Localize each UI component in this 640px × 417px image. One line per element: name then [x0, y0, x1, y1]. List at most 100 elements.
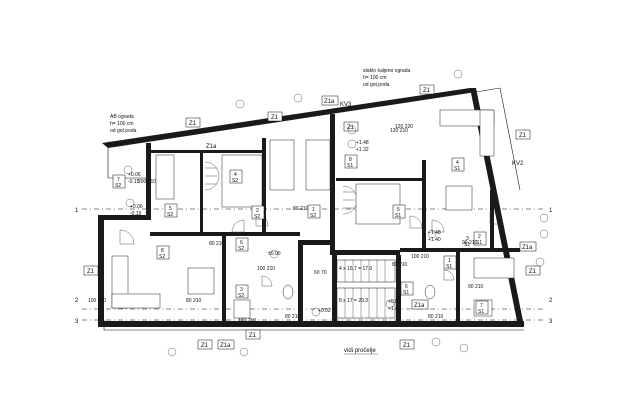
svg-text:+0.06: +0.06 [128, 172, 141, 178]
svg-text:1: 1 [448, 258, 451, 264]
svg-text:S1: S1 [347, 163, 353, 169]
svg-text:S2: S2 [254, 214, 260, 220]
svg-text:S2: S2 [310, 213, 316, 219]
svg-text:3: 3 [466, 236, 469, 242]
kitchen-counter [473, 257, 515, 279]
room-tag: 6S1 [400, 281, 414, 296]
svg-text:60 70: 60 70 [314, 270, 327, 276]
svg-text:5: 5 [169, 206, 172, 212]
svg-text:6: 6 [405, 284, 408, 290]
svg-text:80 210: 80 210 [186, 298, 202, 304]
room-tag: 5S1 [392, 204, 406, 219]
svg-text:5: 5 [397, 207, 400, 213]
svg-text:80 210: 80 210 [285, 314, 301, 320]
svg-text:100 210: 100 210 [411, 254, 429, 260]
level-marks: +0.06 -0.15 +1.48 +1.32 ±0.00 +0.06 -0.1… [128, 140, 441, 314]
window-markers [123, 69, 549, 357]
room-tag: 3S1 [464, 236, 470, 248]
svg-text:S1: S1 [464, 242, 470, 248]
dining-table [187, 267, 215, 295]
svg-text:-0.15: -0.15 [128, 179, 140, 185]
svg-text:2: 2 [478, 234, 481, 240]
opening-labels: 200 210 100 210 80 210 80 210 100 210 90… [88, 124, 484, 324]
toilet [282, 284, 294, 300]
toilet [424, 284, 436, 300]
room-tag: 4S1 [451, 157, 465, 172]
see-section-note: vidi pročelje [344, 348, 376, 354]
svg-text:1: 1 [312, 207, 315, 213]
svg-text:S1: S1 [478, 309, 484, 315]
double-bed [355, 183, 401, 225]
svg-text:Z1a: Z1a [522, 245, 533, 251]
axis-label-left: 1 [75, 208, 79, 214]
svg-text:+1.48: +1.48 [428, 230, 441, 236]
svg-text:Z1: Z1 [249, 333, 257, 339]
svg-text:S1: S1 [395, 213, 401, 219]
room-tag: 4S2 [229, 169, 243, 184]
axis-label-right: 3 [549, 319, 553, 325]
svg-text:+1.32: +1.32 [356, 147, 369, 153]
svg-text:Z1: Z1 [201, 343, 209, 349]
room-tag: 1S2 [307, 204, 321, 219]
notes: AB ograda h= 100 cm od got.poda staklo k… [110, 68, 410, 355]
balcony-outlines [103, 87, 524, 331]
svg-text:8: 8 [349, 157, 352, 163]
svg-text:Z1: Z1 [403, 343, 411, 349]
svg-text:S1: S1 [476, 240, 482, 246]
svg-text:S1: S1 [454, 166, 460, 172]
room-tag: 3S2 [235, 284, 249, 299]
svg-text:120 210: 120 210 [390, 128, 408, 134]
wall-code: KV2 [512, 161, 524, 167]
svg-text:+1.48: +1.48 [388, 306, 401, 312]
room-tag: 7S2 [112, 174, 126, 189]
svg-text:S1: S1 [446, 264, 452, 270]
svg-text:120 220: 120 220 [395, 124, 413, 130]
kitchen-counter [155, 154, 175, 200]
svg-text:S2: S2 [115, 183, 121, 189]
svg-text:3: 3 [240, 287, 243, 293]
axis-label-right: 2 [549, 298, 553, 304]
sofa [111, 293, 161, 309]
stair-label: 4 x 16.7 = 17.0 [339, 266, 372, 272]
svg-text:80 210: 80 210 [428, 314, 444, 320]
door-swings [119, 211, 503, 287]
room-tag: 2S1 [473, 231, 487, 246]
note-line: od got.poda [363, 82, 390, 88]
wall-code: Z1a [206, 144, 217, 150]
svg-text:80 210: 80 210 [209, 241, 225, 247]
svg-text:-0.15: -0.15 [130, 211, 142, 217]
axis-label-left: 2 [75, 298, 79, 304]
wall-code: KV3 [340, 102, 352, 108]
room-tags: 4S2 5S2 8S2 4S1 5S1 8S1 2S1 7S2 1S2 6S2 … [112, 154, 489, 315]
svg-text:100 210: 100 210 [257, 266, 275, 272]
svg-text:Z1: Z1 [347, 125, 355, 131]
wall-type-tags: Z1 Z1 Z1 Z1a Z1a Z1 Z1 Z1 Z1a Z1 Z1 Z1 Z… [83, 84, 541, 350]
room-tag: 6S2 [235, 237, 249, 252]
single-bed [269, 139, 295, 191]
svg-text:S2: S2 [238, 246, 244, 252]
svg-text:Z1: Z1 [529, 269, 537, 275]
svg-text:80 210: 80 210 [392, 262, 408, 268]
svg-text:+0.02: +0.02 [388, 299, 401, 305]
note-line: h= 100 cm [363, 75, 387, 81]
svg-text:90 210: 90 210 [462, 240, 478, 246]
axis-label-right: 1 [549, 208, 553, 214]
dining-table [445, 185, 473, 211]
svg-text:S2: S2 [159, 254, 165, 260]
svg-text:Z1a: Z1a [324, 99, 335, 105]
svg-text:±0.00: ±0.00 [268, 251, 281, 257]
svg-text:S1: S1 [403, 290, 409, 296]
room-tag: 7S1 [475, 300, 489, 315]
wall-code: KV1 [108, 142, 120, 148]
room-tag: 2S2 [251, 205, 265, 220]
svg-text:8: 8 [161, 248, 164, 254]
svg-text:S2: S2 [232, 178, 238, 184]
svg-text:Z1: Z1 [519, 133, 527, 139]
svg-text:Z1a: Z1a [220, 343, 231, 349]
room-tag: 8S1 [344, 154, 358, 169]
svg-text:7: 7 [480, 303, 483, 309]
note-line: h= 100 cm [110, 121, 134, 127]
svg-text:4: 4 [456, 160, 459, 166]
svg-text:Z1: Z1 [423, 88, 431, 94]
single-bed [305, 139, 331, 191]
